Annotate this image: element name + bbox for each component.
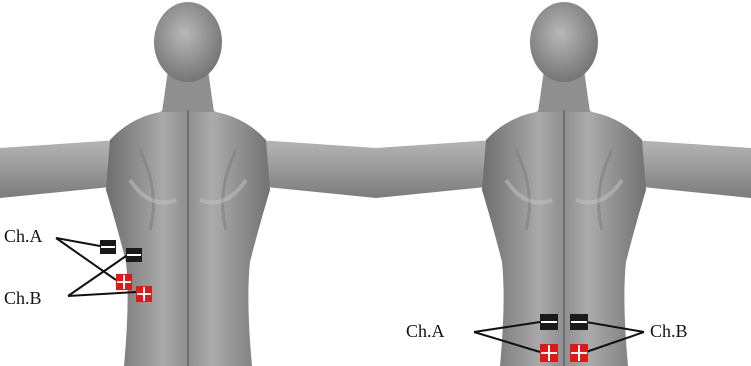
channel-b-label: Ch.B bbox=[650, 321, 688, 341]
plus-electrode-icon bbox=[570, 344, 588, 362]
channel-a-label: Ch.A bbox=[406, 321, 445, 341]
channel-b-label: Ch.B bbox=[4, 288, 42, 308]
plus-electrode-icon bbox=[116, 274, 132, 290]
figure-right: Ch.A Ch.B bbox=[376, 0, 751, 366]
back-figure-right bbox=[376, 0, 751, 366]
minus-electrode-icon bbox=[570, 314, 588, 330]
minus-electrode-icon bbox=[100, 240, 116, 254]
figure-left: Ch.A Ch.B bbox=[0, 0, 376, 366]
minus-electrode-icon bbox=[126, 248, 142, 262]
channel-a-label: Ch.A bbox=[4, 226, 43, 246]
back-figure-left bbox=[0, 0, 376, 366]
minus-electrode-icon bbox=[540, 314, 558, 330]
plus-electrode-icon bbox=[136, 286, 152, 302]
plus-electrode-icon bbox=[540, 344, 558, 362]
